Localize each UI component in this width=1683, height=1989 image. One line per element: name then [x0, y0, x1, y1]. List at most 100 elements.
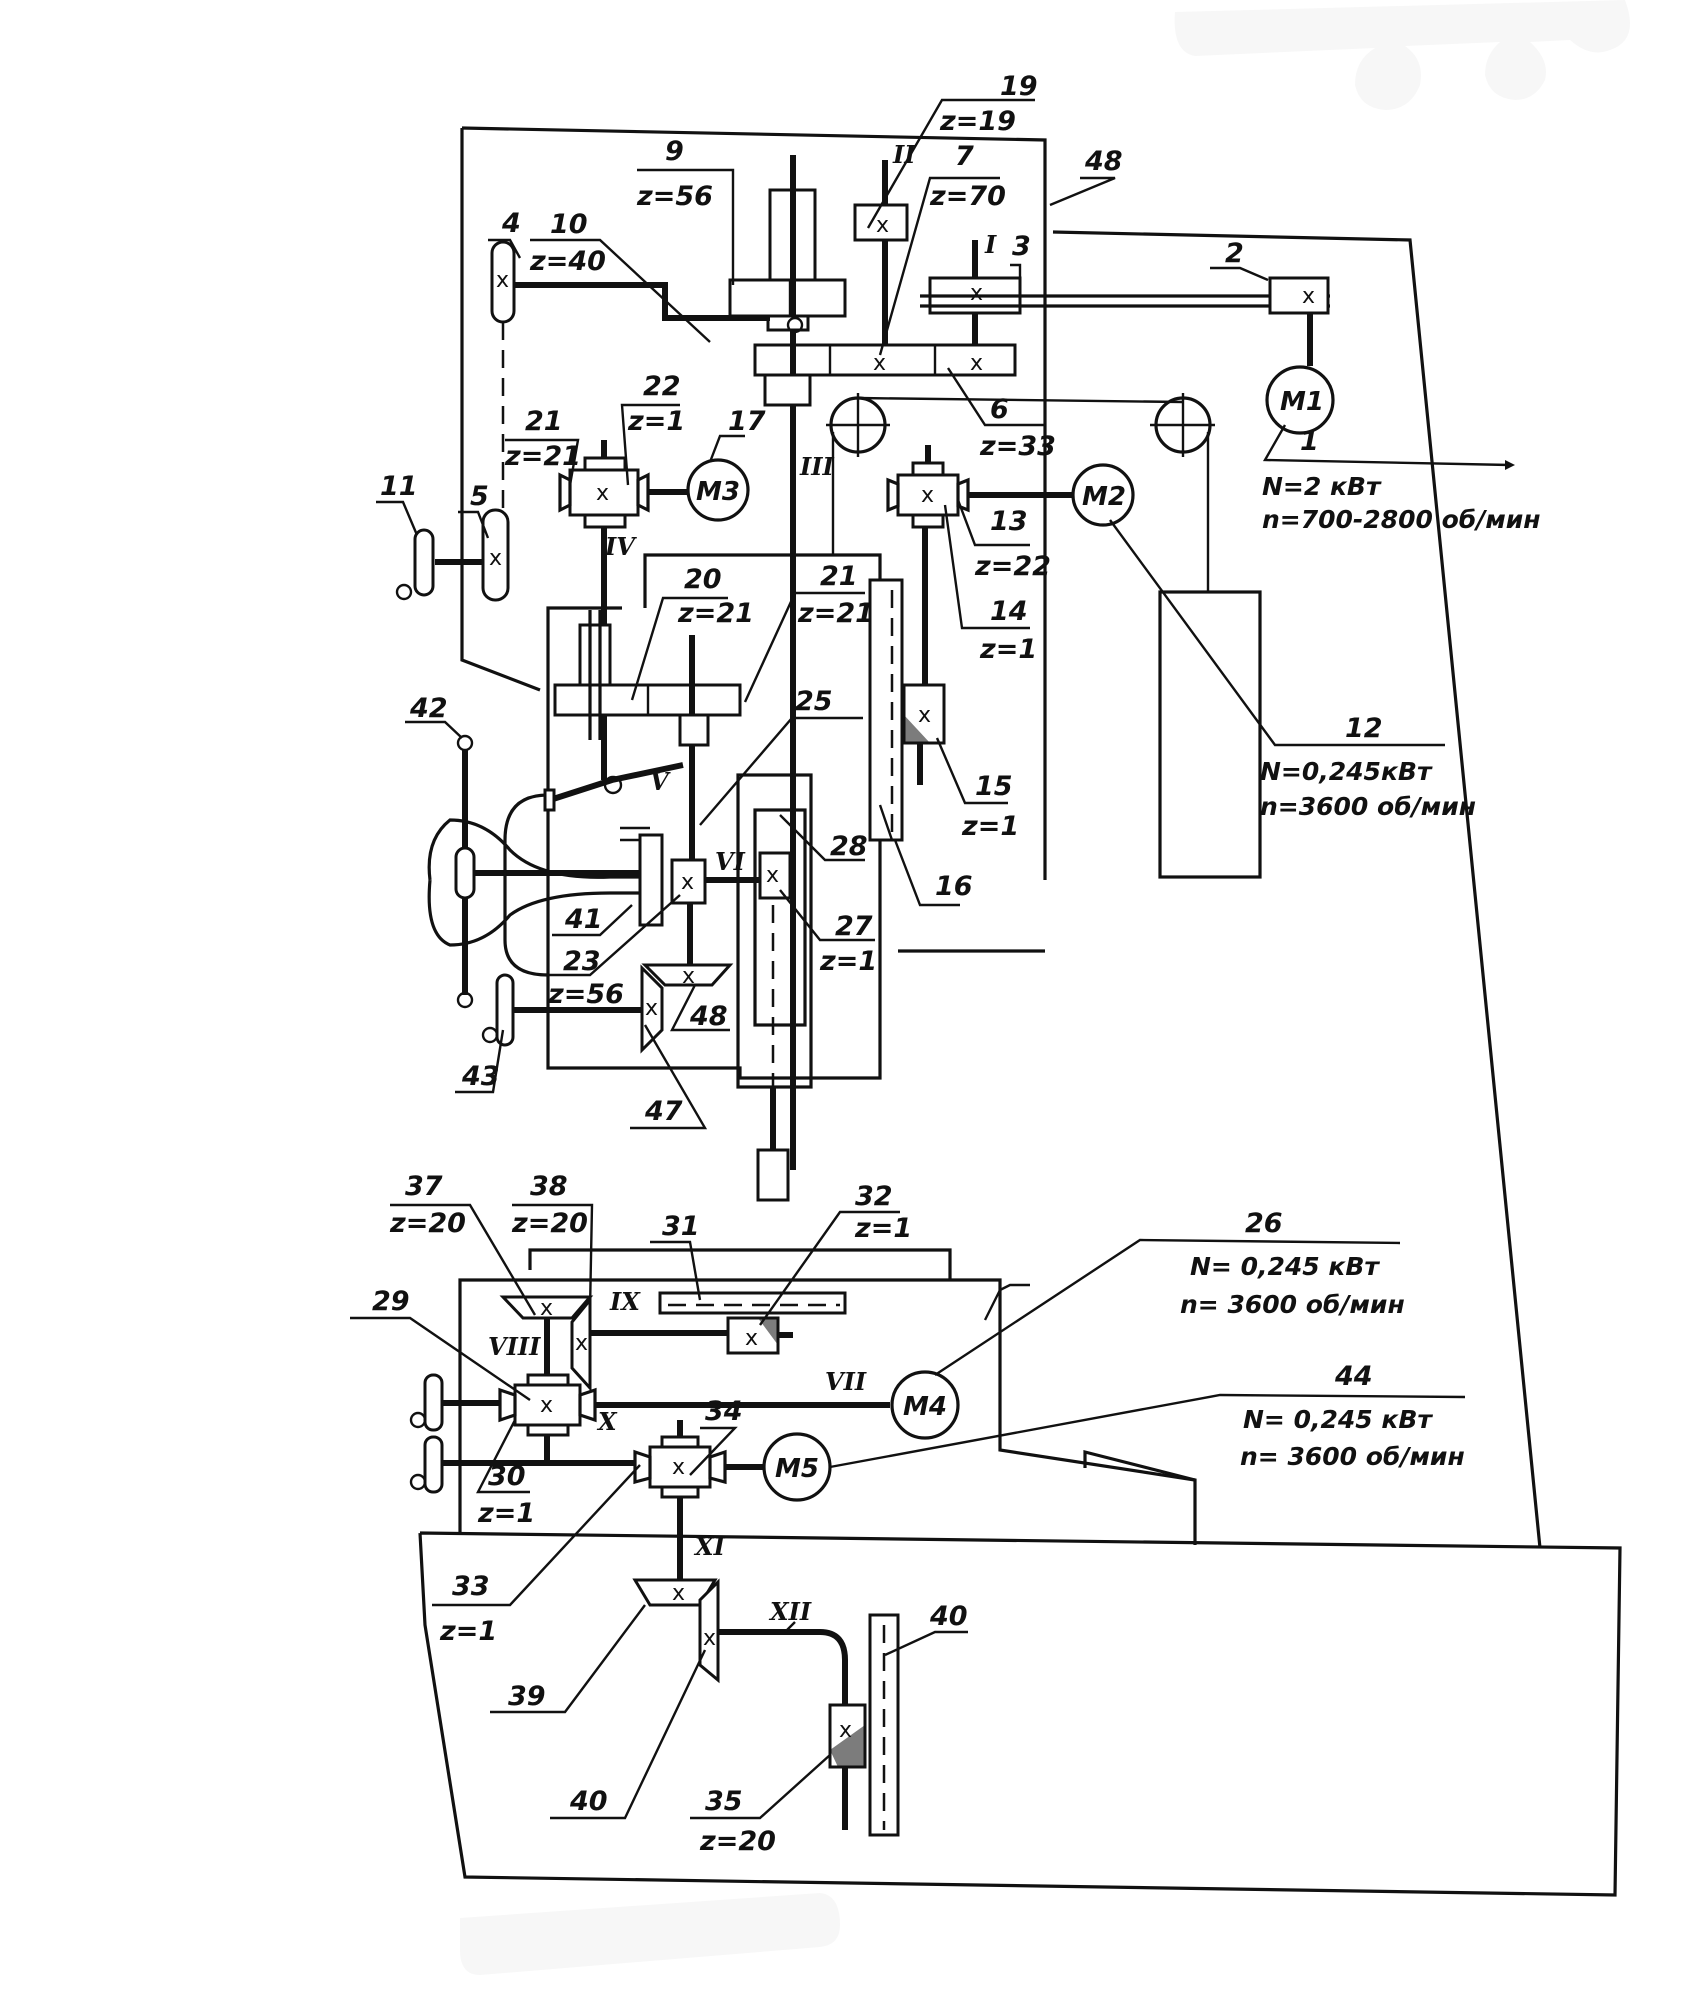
shaft-VIII: VIII	[488, 1332, 541, 1361]
shaft-VI: VI	[715, 847, 746, 876]
ref-28: 30	[488, 1461, 526, 1492]
ref-2: 2	[1225, 238, 1244, 269]
z-19: z=1	[627, 406, 685, 437]
gear-mark: x	[645, 996, 658, 1021]
ref-7: 7	[955, 141, 974, 172]
ref-27: 29	[372, 1286, 410, 1317]
ref-13: 13	[990, 506, 1028, 537]
shaft-XII: XII	[768, 1597, 812, 1626]
ref-18: 21	[525, 406, 563, 437]
z-33: z=20	[699, 1826, 776, 1857]
z-30: z=1	[854, 1213, 912, 1244]
z-24: z=1	[819, 946, 877, 977]
motor-m2-label: M2	[1082, 482, 1126, 512]
counterweight-pulleys	[826, 393, 1262, 879]
shaft-I: I	[984, 230, 997, 259]
z-13: z=22	[974, 551, 1051, 582]
ref-22: 23	[563, 946, 601, 977]
gear-mark: x	[970, 281, 983, 306]
z-36: z=20	[511, 1208, 588, 1239]
gear-mark: x	[1302, 284, 1315, 309]
motor-m1: M1 1 N=2 кВт n=700-2800 об/мин	[1262, 365, 1541, 534]
ref-39: 41	[564, 904, 603, 935]
ref-44: 44	[1334, 1361, 1373, 1392]
ref-47: 48	[1084, 146, 1123, 177]
shaft-III: III	[799, 452, 834, 481]
motor-m1-label: M1	[1280, 387, 1324, 417]
z-6: z=33	[979, 431, 1056, 462]
ref-6: 6	[990, 394, 1009, 425]
ref-36: 38	[530, 1171, 568, 1202]
table-housing	[458, 1248, 1197, 1545]
gears-20-21	[553, 610, 742, 860]
z-21: z=21	[797, 598, 874, 629]
ref-5: 5	[470, 481, 489, 512]
gear-mark: x	[970, 351, 983, 376]
shaft-V: V	[650, 767, 671, 796]
gear-mark: x	[596, 481, 609, 506]
ref-24: 27	[835, 911, 873, 942]
ref-11: 11	[380, 471, 418, 502]
shaft-X: X	[596, 1407, 618, 1436]
ref-9: 9	[665, 136, 684, 167]
ref-15: 15	[975, 771, 1013, 802]
gear-mark: x	[918, 703, 931, 728]
ref-25: 28	[830, 831, 868, 862]
ref-16: 16	[935, 871, 973, 902]
motor-m3-label: M3	[696, 477, 740, 507]
gear-mark: x	[681, 870, 694, 895]
ref-14: 14	[990, 596, 1028, 627]
scan-artifacts	[460, 0, 1630, 1975]
feed-box	[546, 553, 882, 1080]
ref-33: 35	[705, 1786, 743, 1817]
m5-speed: n= 3600 об/мин	[1240, 1442, 1465, 1471]
z-22: z=56	[547, 979, 624, 1010]
gear-mark: x	[682, 964, 695, 989]
z-35: z=20	[389, 1208, 466, 1239]
ref-17: 17	[728, 406, 766, 437]
rack-16-worm-15: x	[868, 578, 946, 842]
ref-29: 31	[662, 1211, 700, 1242]
m5-power: N= 0,245 кВт	[1243, 1405, 1433, 1434]
motor-m5-label: M5	[775, 1454, 819, 1484]
z-8: z=19	[939, 106, 1016, 137]
ref-38: 40	[569, 1786, 608, 1817]
gear-mark: x	[876, 213, 889, 238]
gear-mark: x	[703, 1626, 716, 1651]
gear-mark: x	[575, 1331, 588, 1356]
ref-8: 19	[1000, 71, 1038, 102]
ref-1: 1	[1300, 426, 1319, 457]
ref-20: 20	[684, 564, 722, 595]
gear-mark: x	[672, 1581, 685, 1606]
gear-mark: x	[540, 1393, 553, 1418]
spindle-quill: x	[736, 773, 813, 1202]
z-9: z=56	[636, 181, 713, 212]
handwheel-4-5: x x	[395, 240, 770, 602]
ref-40: 42	[409, 693, 448, 724]
shaft-VII: VII	[825, 1367, 867, 1396]
m2-speed: n=3600 об/мин	[1260, 792, 1476, 821]
z-20: z=21	[677, 598, 754, 629]
z-14: z=1	[979, 634, 1037, 665]
ref-4: 4	[501, 208, 521, 239]
shaft-IV: IV	[604, 532, 637, 561]
m1-power: N=2 кВт	[1262, 472, 1382, 501]
ref-32: 34	[705, 1396, 743, 1427]
gear-mark: x	[496, 268, 509, 293]
ref-42: 47	[644, 1096, 683, 1127]
ref-19: 22	[643, 371, 681, 402]
gear-mark: x	[766, 863, 779, 888]
z-10: z=40	[529, 246, 606, 277]
ref-21: 21	[820, 561, 858, 592]
z-28: z=1	[477, 1498, 535, 1529]
gear-mark: x	[839, 1718, 852, 1743]
belt-drive: x x	[920, 240, 1330, 366]
gear-mark: x	[489, 546, 502, 571]
worm-drive-m2: x M2 12 N=0,245кВт n=3600 об/мин	[886, 445, 1476, 821]
z-7: z=70	[929, 181, 1006, 212]
m4-speed: n= 3600 об/мин	[1180, 1290, 1405, 1319]
z-15: z=1	[961, 811, 1019, 842]
bevel-gears-42-43: x x	[481, 963, 734, 1054]
m2-power: N=0,245кВт	[1260, 757, 1433, 786]
ref-37: 39	[508, 1681, 546, 1712]
